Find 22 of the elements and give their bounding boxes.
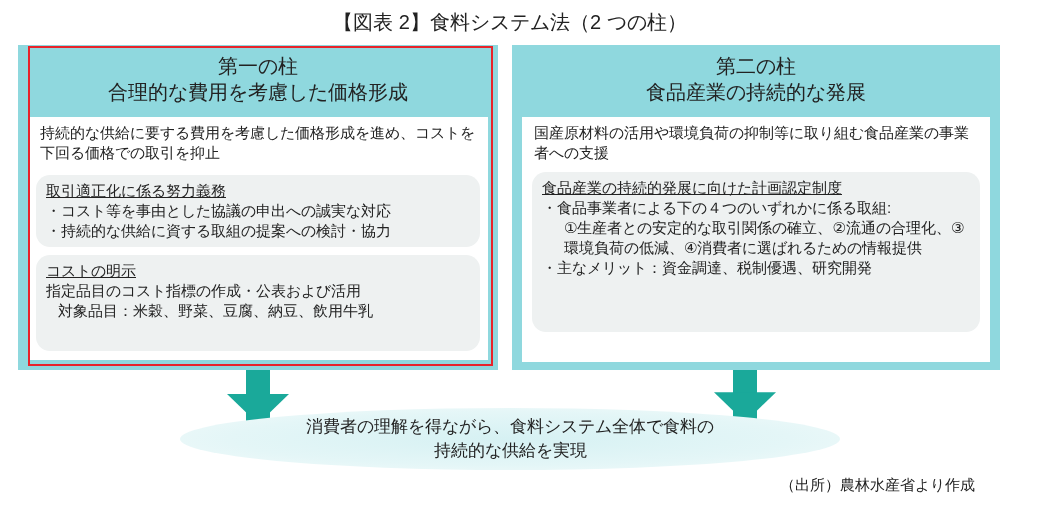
section-item: ・食品事業者による下の４つのいずれかに係る取組: (542, 198, 893, 218)
section-heading: コストの明示 (46, 261, 137, 281)
outcome-text: 消費者の理解を得ながら、食料システム全体で食料の持続的な供給を実現 (305, 416, 715, 462)
section-heading: 取引適正化に係る努力義務 (46, 181, 227, 201)
section-item: ・持続的な供給に資する取組の提案への検討・協力 (46, 221, 392, 241)
section-item: 対象品目：米穀、野菜、豆腐、納豆、飲用牛乳 (57, 301, 374, 321)
content-box (522, 117, 990, 362)
pillar-panel (512, 45, 1000, 370)
pillar-title: 第一の柱 (217, 54, 299, 79)
pillar-subtitle: 食品産業の持続的な発展 (645, 80, 867, 105)
description-text: 持続的な供給に要する費用を考慮した価格形成を進め、コストを下回る価格での取引を抑止 (39, 123, 476, 163)
section-item: ①生産者との安定的な取引関係の確立、②流通の合理化、③環境負荷の低減、④消費者に選ばれるための情報提供 (563, 218, 966, 258)
section-heading: 食品産業の持続的発展に向けた計画認定制度 (542, 178, 843, 198)
pillar-subtitle: 合理的な費用を考慮した価格形成 (107, 80, 409, 105)
section-item: ・コスト等を事由とした協議の申出への誠実な対応 (46, 201, 392, 221)
content-box (28, 117, 488, 360)
section-item: ・主なメリット：資金調達、税制優遇、研究開発 (542, 258, 873, 278)
description-text: 国産原材料の活用や環境負荷の抑制等に取り組む食品産業の事業者への支援 (533, 123, 970, 163)
section-item: 指定品目のコスト指標の作成・公表および活用 (46, 281, 362, 301)
title: 【図表 2】食料システム法（2 つの柱） (332, 10, 688, 35)
source-note: （出所）農林水産省より作成 (780, 475, 975, 495)
pillar-title: 第二の柱 (715, 54, 797, 79)
